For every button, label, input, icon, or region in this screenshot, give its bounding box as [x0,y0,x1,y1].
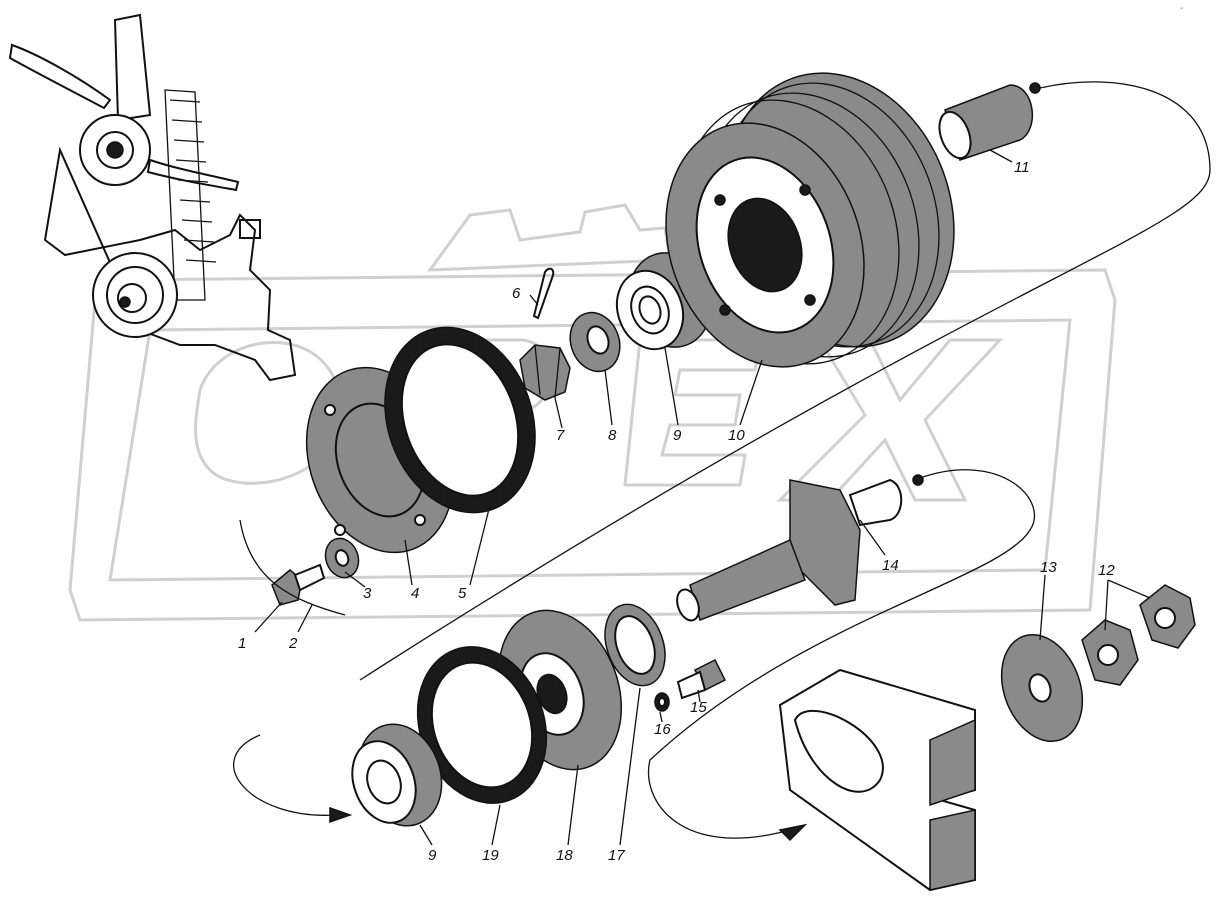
part-13-washer [1000,633,1084,743]
part-17-ring [604,603,666,687]
part-19-gasket [416,646,548,804]
callout-9-upper: 9 [673,427,682,444]
part-3-washer [324,537,360,579]
leader-arrow-lower-left [329,806,353,824]
callout-13: 13 [1040,559,1057,576]
callout-leaders [254,149,1151,846]
callout-3: 3 [363,585,372,602]
part-12-nuts [1081,584,1196,686]
leader-curve-upper [359,81,1211,681]
callout-16: 16 [654,721,671,738]
part-9-bearing-lower [351,723,443,827]
part-11-bushing [938,82,1041,161]
part-6-cotter-pin [532,267,555,320]
part-15-bolt [676,658,727,700]
callout-14: 14 [882,557,899,574]
leader-arrow-right [778,823,808,842]
callout-19: 19 [482,847,499,864]
callout-6: 6 [512,285,521,302]
part-1-bolt [271,563,326,606]
callout-4: 4 [411,585,419,602]
callout-18: 18 [556,847,573,864]
watermark-logo [68,203,1117,622]
callout-2: 2 [288,635,298,652]
callout-9-lower: 9 [428,847,437,864]
part-5-gasket [384,326,536,514]
callout-10: 10 [728,427,745,444]
callout-5: 5 [458,585,467,602]
part-16-lock-washer [654,692,670,712]
leader-curve-right [647,469,1036,839]
callout-11: 11 [1014,159,1030,176]
callout-labels: 1 2 3 4 5 6 7 8 9 10 11 12 13 14 15 16 1… [238,159,1115,864]
callout-7: 7 [556,427,565,444]
leader-curve-lower-left [233,734,336,816]
callout-1: 1 [238,635,246,652]
part-10-pulley [665,72,955,368]
callout-12: 12 [1098,562,1115,579]
callout-15: 15 [690,699,707,716]
bracket-part [778,668,976,892]
engine-fan-assembly [8,13,297,382]
part-7-castle-nut [519,344,571,401]
leader-curve-left [239,519,346,616]
part-8-washer [569,311,621,373]
part-14-shaft [676,474,924,622]
callout-8: 8 [608,427,617,444]
corner-mark: ′″ [1180,8,1184,14]
callout-17: 17 [608,847,625,864]
